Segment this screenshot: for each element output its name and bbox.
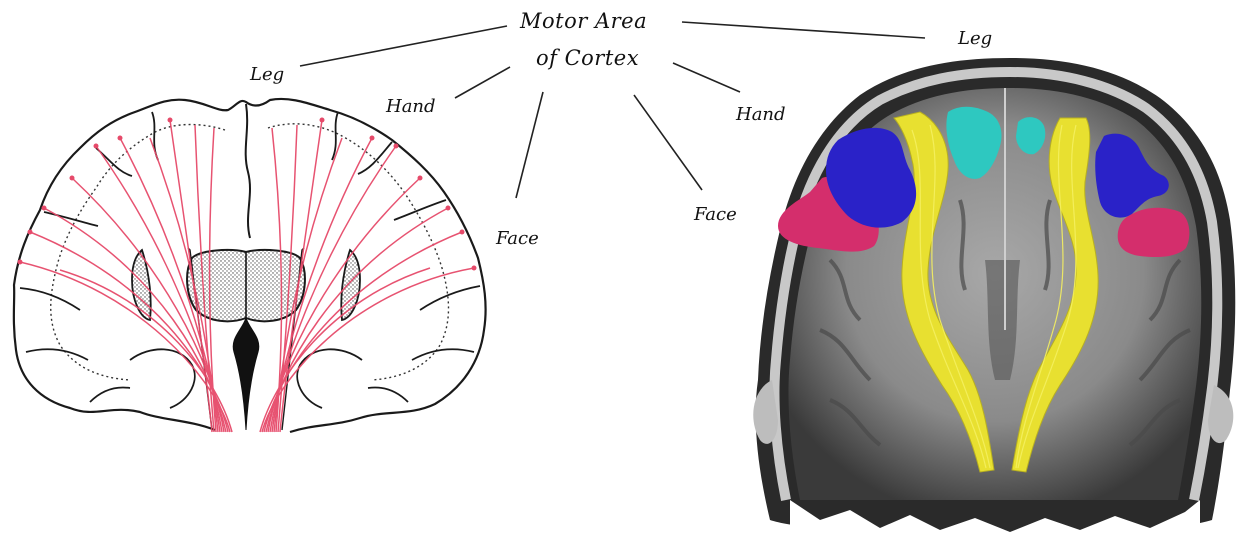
label-left-face: Face xyxy=(496,228,539,249)
title-motor-area: Motor Area xyxy=(520,9,647,33)
label-right-face: Face xyxy=(694,204,737,225)
label-left-leg: Leg xyxy=(250,64,284,85)
leader-left-leg xyxy=(300,26,507,66)
label-right-hand: Hand xyxy=(736,104,786,125)
mri-rendering xyxy=(753,58,1235,546)
leader-right-leg xyxy=(682,22,925,38)
leader-right-face xyxy=(634,95,702,190)
label-left-hand: Hand xyxy=(386,96,436,117)
title-of-cortex: of Cortex xyxy=(536,46,639,70)
leader-left-face xyxy=(516,92,543,198)
leader-right-hand xyxy=(673,63,740,92)
label-right-leg: Leg xyxy=(958,28,992,49)
coronal-brain-drawing xyxy=(14,99,486,432)
leader-left-hand xyxy=(455,67,510,98)
